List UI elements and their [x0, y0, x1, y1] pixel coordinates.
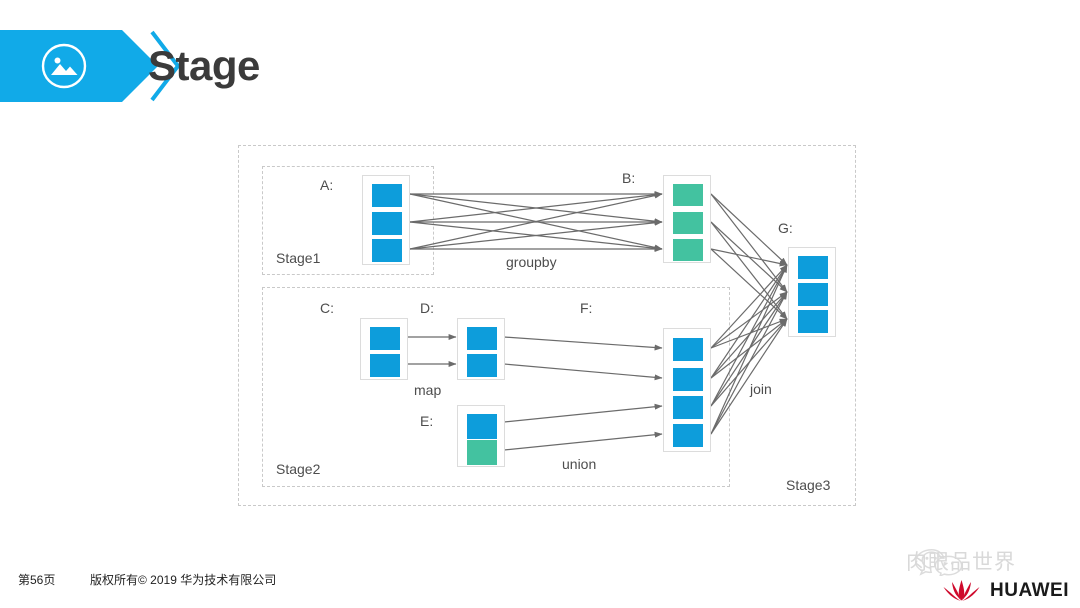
stage3-region	[238, 145, 856, 506]
watermark-text: 肉眼品世界	[906, 551, 1016, 574]
partition-d-1	[467, 354, 497, 377]
page-number: 第56页	[18, 573, 56, 587]
partition-g-2	[798, 310, 828, 333]
rdd-a	[362, 175, 410, 265]
partition-b-0	[673, 184, 703, 206]
slide-footer: 第56页 版权所有© 2019 华为技术有限公司	[0, 560, 1080, 608]
rdd-b	[663, 175, 711, 263]
header-banner-tip	[118, 30, 158, 102]
partition-c-0	[370, 327, 400, 350]
partition-f-2	[673, 396, 703, 419]
op-label-join: join	[750, 381, 772, 397]
partition-e-1	[467, 440, 497, 465]
op-label-groupby: groupby	[506, 254, 557, 270]
rdd-label-a: A:	[320, 177, 334, 193]
rdd-label-f: F:	[580, 300, 593, 316]
partition-g-0	[798, 256, 828, 279]
rdd-f	[663, 328, 711, 452]
partition-f-0	[673, 338, 703, 361]
partition-b-2	[673, 239, 703, 261]
partition-b-1	[673, 212, 703, 234]
op-label-map: map	[414, 382, 442, 398]
partition-a-0	[372, 184, 402, 207]
partition-f-1	[673, 368, 703, 391]
partition-g-1	[798, 283, 828, 306]
partition-a-2	[372, 239, 402, 262]
stage1-label: Stage1	[276, 250, 321, 266]
rdd-label-c: C:	[320, 300, 334, 316]
rdd-label-g: G:	[778, 220, 793, 236]
op-label-union: union	[562, 456, 597, 472]
rdd-c	[360, 318, 408, 380]
slide-header: Stage	[0, 0, 1080, 128]
stage2-label: Stage2	[276, 461, 321, 477]
huawei-flower-logo	[943, 580, 980, 601]
copyright-text: 版权所有© 2019 华为技术有限公司	[90, 573, 277, 587]
rdd-label-d: D:	[420, 300, 434, 316]
rdd-d	[457, 318, 505, 380]
partition-e-0	[467, 414, 497, 439]
rdd-label-b: B:	[622, 170, 636, 186]
partition-a-1	[372, 212, 402, 235]
huawei-wordmark: HUAWEI	[990, 580, 1069, 601]
rdd-label-e: E:	[420, 413, 434, 429]
rdd-e	[457, 405, 505, 467]
partition-c-1	[370, 354, 400, 377]
stage3-label: Stage3	[786, 477, 831, 493]
page-title: Stage	[148, 42, 260, 89]
wechat-icon	[914, 548, 963, 576]
rdd-g	[788, 247, 836, 337]
chevron-right-icon	[150, 30, 180, 102]
partition-d-0	[467, 327, 497, 350]
partition-f-3	[673, 424, 703, 447]
picture-icon	[41, 43, 87, 89]
